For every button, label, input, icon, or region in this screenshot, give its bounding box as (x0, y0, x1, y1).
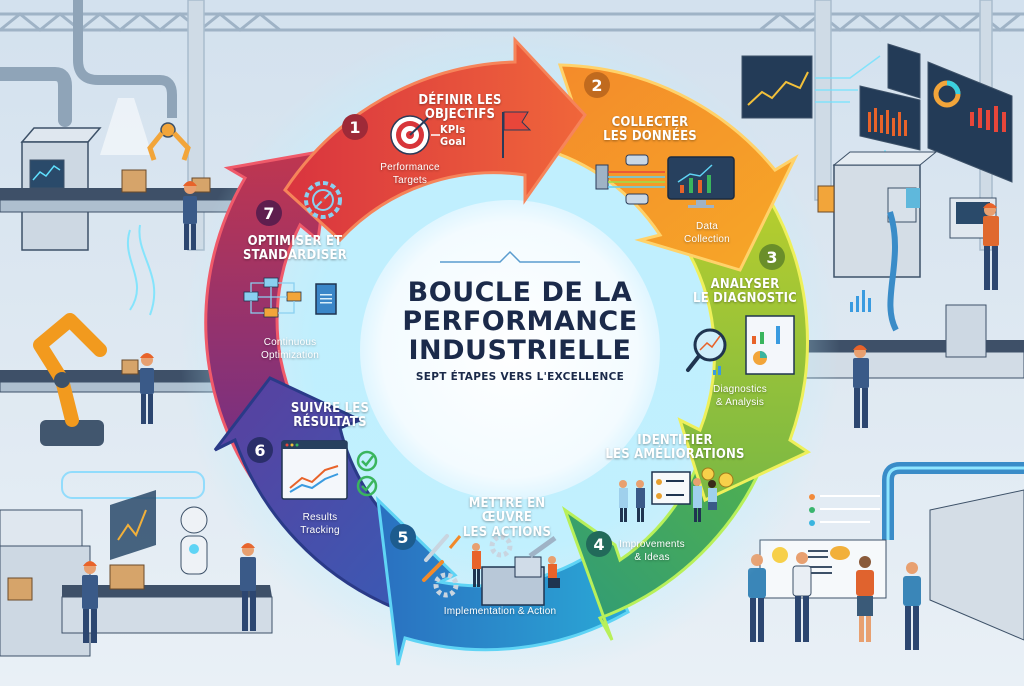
step-4-number: 4 (586, 531, 612, 557)
step-1-kpi-text: KPIs Goal (440, 123, 466, 149)
flag-icon (502, 111, 532, 158)
book-icon (315, 283, 337, 315)
subtitle: SEPT ÉTAPES VERS L'EXCELLENCE (415, 371, 625, 384)
dashboard-chart-icon (281, 440, 348, 500)
step-2-title: COLLECTER LES DONNÉES (603, 115, 697, 145)
step-2-number: 2 (584, 72, 610, 98)
center-disc (360, 200, 660, 500)
worker (183, 181, 197, 250)
step-6-title: SUIVRE LES RÉSULTATS (290, 401, 370, 431)
step-4-title: IDENTIFIER LES AMÉLIORATIONS (605, 433, 745, 463)
sensor-icon (595, 154, 665, 205)
robot-arm (0, 313, 245, 446)
humanoid-robot-conveyor (0, 471, 273, 657)
center-title-block: BOUCLE DE LA PERFORMANCE INDUSTRIELLE SE… (380, 277, 660, 384)
team-people (748, 552, 921, 650)
step-5-caption: Implementation & Action (443, 606, 557, 617)
title-line-3: INDUSTRIELLE (408, 335, 632, 367)
step-5-number: 5 (390, 524, 416, 550)
gear-icon (433, 534, 513, 598)
title-chevron-decoration (440, 250, 580, 263)
step-1-caption: Performance Targets (380, 162, 440, 186)
step-4-caption: Improvements & Ideas (619, 539, 685, 563)
machine-workers-icon (472, 535, 560, 606)
title-line-2: PERFORMANCE (402, 306, 638, 338)
checkmark-icon (356, 450, 378, 497)
team-meeting-whiteboard (748, 462, 1024, 650)
step-1-title: DÉFINIR LES OBJECTIFS (418, 93, 502, 123)
report-chart-icon (713, 315, 795, 375)
target-icon (390, 115, 440, 155)
step-3-number: 3 (759, 244, 785, 270)
step-2-caption: Data Collection (684, 221, 730, 245)
lightbulb-icon (701, 467, 734, 488)
step-3-title: ANALYSER LE DIAGNOSTIC (693, 277, 797, 307)
monitor-chart-icon (667, 156, 735, 208)
factory-conveyor-left (0, 0, 245, 316)
step-7-title: OPTIMISER ET STANDARDISER (243, 234, 347, 264)
step-6-number: 6 (247, 437, 273, 463)
wrench-icon (422, 534, 462, 582)
step-5-title: METTRE EN ŒUVRE LES ACTIONS (462, 496, 552, 540)
gear-icon (304, 181, 342, 219)
step-7-number: 7 (256, 200, 282, 226)
step-3-caption: Diagnostics & Analysis (713, 384, 767, 408)
step-6-caption: Results Tracking (300, 512, 340, 536)
idea-dots (809, 494, 880, 526)
data-dashboards-right (741, 43, 1013, 183)
step-1-number: 1 (342, 114, 368, 140)
flowchart-icon (243, 277, 302, 318)
segment-3-arrow[interactable] (677, 197, 812, 503)
segment-7-arrow[interactable] (204, 148, 332, 496)
step-7-caption: Continuous Optimization (261, 337, 319, 361)
magnifier-icon (686, 328, 727, 372)
team-presentation-icon (619, 471, 717, 522)
title-line-1: BOUCLE DE LA (407, 277, 633, 308)
